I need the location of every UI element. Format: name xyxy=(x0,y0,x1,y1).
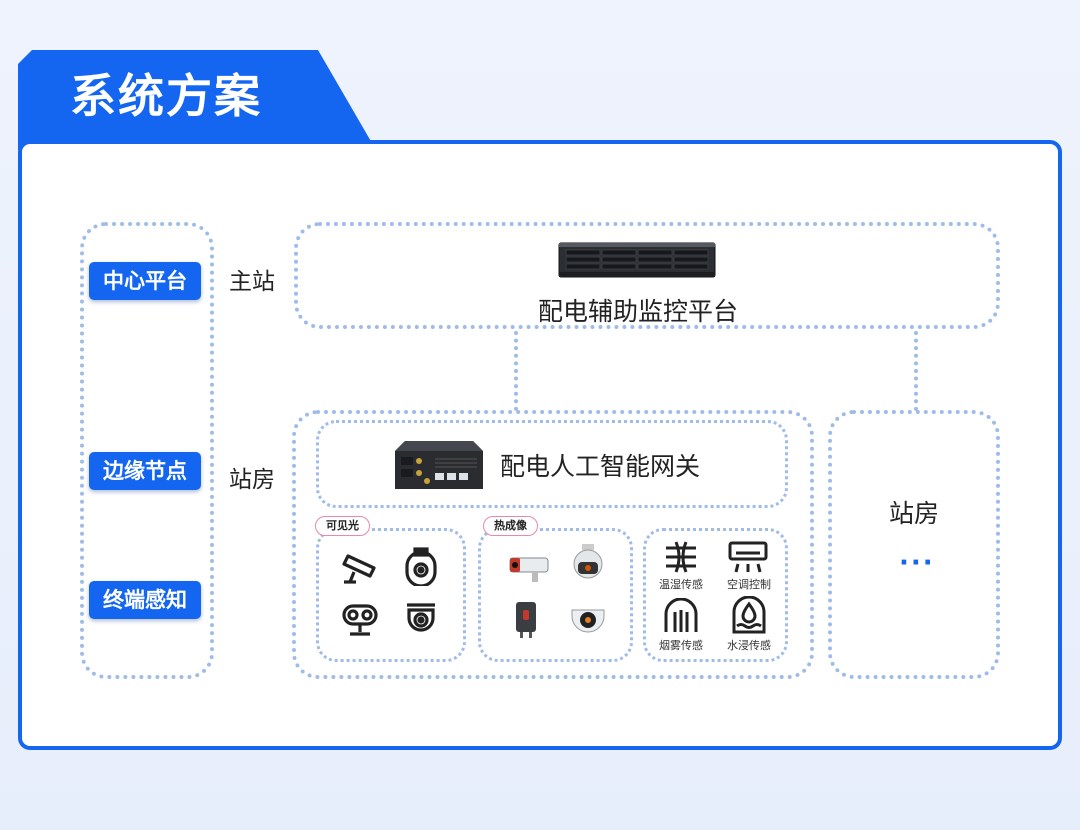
thermal-ptz-camera-icon xyxy=(568,542,608,582)
layer-tag-center: 中心平台 xyxy=(89,262,201,300)
visible-group-label: 可见光 xyxy=(315,516,370,536)
water-sensor-icon xyxy=(731,596,767,634)
platform-label: 配电辅助监控平台 xyxy=(538,297,739,326)
smoke-sensor-icon xyxy=(663,598,699,634)
more-stations-ellipsis: ··· xyxy=(899,548,935,578)
thermal-dome-camera-icon xyxy=(568,600,608,640)
binocular-camera-icon xyxy=(340,600,380,640)
gateway-label: 配电人工智能网关 xyxy=(500,452,701,481)
page-title: 系统方案 xyxy=(70,69,262,123)
layer-tag-terminal: 终端感知 xyxy=(89,581,201,619)
visible-group-box xyxy=(316,528,466,662)
gateway-device-icon xyxy=(393,437,485,493)
ac-control-label: 空调控制 xyxy=(727,578,771,591)
station-right-label: 站房 xyxy=(889,499,940,528)
connector-right xyxy=(914,331,918,411)
dome-camera-icon xyxy=(401,600,441,640)
connector-left xyxy=(514,331,518,411)
station-box xyxy=(292,410,814,679)
title-tab xyxy=(18,50,376,150)
bullet-camera-icon xyxy=(340,548,380,588)
water-sensor-label: 水浸传感 xyxy=(727,639,771,652)
ac-control-icon xyxy=(728,540,768,574)
smoke-sensor-label: 烟雾传感 xyxy=(659,639,703,652)
station-right-box xyxy=(828,410,1000,679)
thermal-group-label: 热成像 xyxy=(483,516,538,536)
station-label: 站房 xyxy=(229,467,275,493)
server-icon xyxy=(558,242,716,278)
thermal-bullet-camera-icon xyxy=(506,548,552,588)
temp-humidity-label: 温湿传感 xyxy=(659,578,703,591)
temp-humidity-icon xyxy=(662,540,700,574)
main-station-label: 主站 xyxy=(229,269,275,295)
gateway-box xyxy=(316,420,788,508)
thermal-box-camera-icon xyxy=(506,600,546,640)
sensor-group-box xyxy=(643,528,788,662)
ptz-camera-icon xyxy=(401,546,441,586)
layer-tag-edge: 边缘节点 xyxy=(89,452,201,490)
thermal-group-box xyxy=(478,528,633,662)
platform-box xyxy=(294,222,1000,329)
layer-column xyxy=(80,222,214,679)
